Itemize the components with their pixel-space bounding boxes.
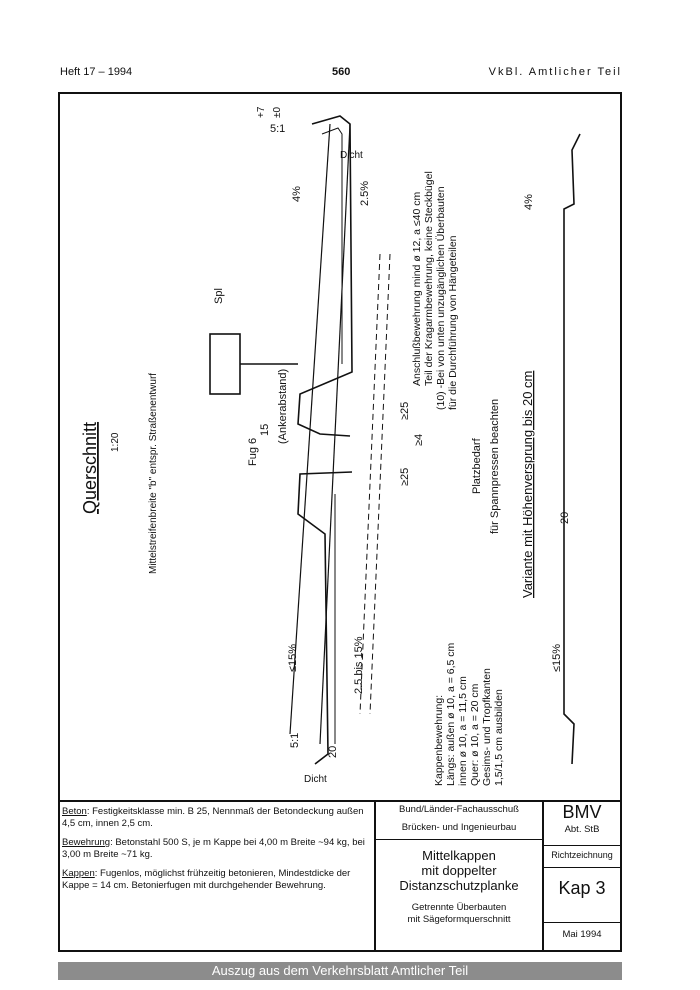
drawing-title: Querschnitt: [80, 422, 100, 514]
note-kappen: Kappen: Fugenlos, möglichst frühzeitig b…: [62, 868, 370, 892]
note-label: Bewehrung: [62, 837, 111, 848]
anschluss-line: Teil der Kragarmbewehrung, keine Steckbü…: [423, 171, 435, 386]
dim-ge25-b: ≥25: [399, 468, 411, 486]
anchor-dashed: [359, 253, 381, 715]
footer-banner: Auszug aus dem Verkehrsblatt Amtlicher T…: [58, 962, 622, 980]
subtitle-line: Getrennte Überbauten: [411, 902, 507, 913]
ueberbau-line: (10) -Bei von unten unzugänglichen Überb…: [435, 186, 447, 410]
kappen-line: Quer: ø 10, a = 20 cm: [469, 683, 481, 786]
header-issue: Heft 17 – 1994: [60, 66, 133, 78]
drawing-svg: Querschnitt 1:20 Mittelstreifenbreite "b…: [80, 106, 581, 786]
slope-20: 20: [559, 512, 571, 524]
title-block-right: BMV Abt. StB Richtzeichnung Kap 3 Mai 19…: [542, 800, 620, 950]
note-bewehrung: Bewehrung: Betonstahl 500 S, je m Kappe …: [62, 837, 370, 861]
slope-le15-left: ≤15%: [287, 644, 299, 672]
kappen-line: Längs: außen ø 10, a = 6,5 cm: [445, 642, 457, 786]
committee: Bund/Länder-Fachausschuß: [399, 804, 519, 815]
slope-le15-right: ≤15%: [551, 644, 563, 672]
drawing-sheet: Querschnitt 1:20 Mittelstreifenbreite "b…: [58, 92, 622, 952]
header-publication: VkBl. Amtlicher Teil: [488, 66, 622, 78]
kappen-line: Kappenbewehrung:: [433, 695, 445, 786]
rebar-top: [321, 127, 343, 364]
slope-25: 2.5%: [359, 181, 371, 206]
title-line: Distanzschutzplanke: [399, 878, 519, 893]
note-beton: Beton: Festigkeitsklasse min. B 25, Nenn…: [62, 806, 370, 830]
subtitle-line: mit Sägeformquerschnitt: [407, 914, 511, 925]
anker-label: (Ankerabstand): [277, 369, 289, 444]
fug-label: Fug 6: [247, 438, 259, 466]
slope-range: 2.5 bis 15%: [353, 636, 365, 694]
kappen-line: Gesims- und Tropfkanten: [481, 668, 493, 786]
header-page-number: 560: [332, 66, 351, 78]
drawing-title-block: Mittelkappen mit doppelter Distanzschutz…: [376, 848, 542, 893]
dicht-bottom: Dicht: [304, 774, 327, 785]
dim-ge4: ≥4: [413, 434, 425, 446]
department: Brücken- und Ingenieurbau: [376, 820, 542, 840]
pm0: ±0: [272, 107, 283, 118]
ratio-bottom: 5:1: [289, 733, 301, 748]
ratio-top: 5:1: [270, 123, 285, 135]
abt: Abt. StB: [544, 824, 620, 846]
drawing-date: Mai 1994: [544, 922, 620, 948]
title-block-middle: Bund/Länder-Fachausschuß Brücken- und In…: [374, 800, 542, 950]
note-label: Beton: [62, 806, 87, 817]
platzbedarf: Platzbedarf: [471, 437, 483, 494]
drawing-code: Kap 3: [558, 878, 606, 898]
dicht-top: Dicht: [340, 150, 363, 161]
slab-line-top2: [289, 123, 331, 735]
drawing-type: Richtzeichnung: [544, 850, 620, 868]
note-text: : Festigkeitsklasse min. B 25, Nennmaß d…: [62, 806, 364, 829]
slope-4-right: 4%: [523, 194, 535, 210]
cap-outline-top: [297, 115, 353, 437]
variant-profile: [563, 133, 581, 765]
kappen-notes: Kappenbewehrung:Längs: außen ø 10, a = 6…: [433, 642, 505, 786]
cross-section-drawing: Querschnitt 1:20 Mittelstreifenbreite "b…: [60, 94, 620, 802]
note-text: : Betonstahl 500 S, je m Kappe bei 4,00 …: [62, 837, 365, 860]
subtitle-block: Getrennte Überbauten mit Sägeformquersch…: [376, 902, 542, 926]
cap-outline-bottom: [297, 471, 353, 765]
drawing-scale: 1:20: [110, 432, 121, 452]
spannpressen: für Spannpressen beachten: [489, 399, 501, 534]
dim-ge25-a: ≥25: [399, 402, 411, 420]
kappen-line: innen ø 10, a = 11,5 cm: [457, 676, 469, 786]
ueberbau-line: für die Durchführung von Hängeteilen: [447, 235, 459, 410]
variante: Variante mit Höhenversprung bis 20 cm: [520, 371, 535, 598]
dim-15: 15: [259, 424, 271, 436]
spl-label: Spl: [213, 288, 225, 304]
title-line: Mittelkappen: [422, 848, 496, 863]
note-label: Kappen: [62, 868, 95, 879]
slope-4-left: 4%: [291, 186, 303, 202]
dim-20: 20: [327, 746, 339, 758]
kappen-line: 1,5/1,5 cm ausbilden: [493, 689, 505, 786]
anschluss-line: Anschlußbewehrung mind ø 12, a ≤40 cm: [411, 191, 423, 386]
ueberbau-notes: (10) -Bei von unten unzugänglichen Überb…: [435, 186, 459, 410]
plus7: +7: [256, 106, 267, 118]
slab-line-top: [319, 123, 351, 745]
notes-block: Beton: Festigkeitsklasse min. B 25, Nenn…: [62, 806, 370, 899]
median-text: Mittelstreifenbreite "b" entspr. Straßen…: [148, 373, 159, 574]
title-line: mit doppelter: [421, 863, 497, 878]
anchor-dashed-2: [369, 253, 391, 715]
guard-rail-post: [209, 333, 241, 395]
note-text: : Fugenlos, möglichst frühzeitig betonie…: [62, 868, 351, 891]
org: BMV: [562, 802, 602, 822]
